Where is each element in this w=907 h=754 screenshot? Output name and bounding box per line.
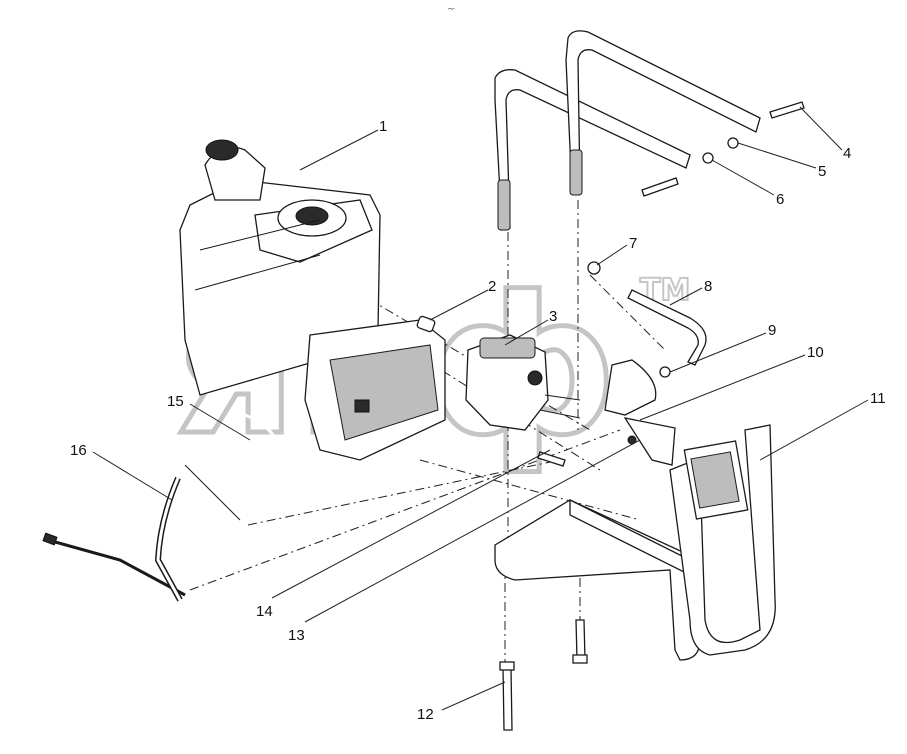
part-15-hose xyxy=(184,413,283,522)
bolts xyxy=(499,451,588,731)
callout-12: 12 xyxy=(417,706,434,723)
callout-7: 7 xyxy=(629,235,637,252)
callout-14: 14 xyxy=(256,603,273,620)
callout-5: 5 xyxy=(818,163,826,180)
callout-8: 8 xyxy=(704,278,712,295)
small-parts xyxy=(587,261,707,466)
callout-9: 9 xyxy=(768,322,776,339)
callout-3: 3 xyxy=(549,308,557,325)
part-8-hose xyxy=(627,289,707,366)
callouts: 1 2 3 4 5 6 7 8 9 10 11 12 13 14 15 16 xyxy=(70,106,886,723)
callout-4: 4 xyxy=(843,145,851,162)
callout-2: 2 xyxy=(488,278,496,295)
alignment-lines xyxy=(189,200,666,665)
part-10-bracket xyxy=(623,417,676,466)
callout-1: 1 xyxy=(379,118,387,135)
callout-13: 13 xyxy=(288,627,305,644)
part-3-pump xyxy=(465,334,581,431)
callout-15: 15 xyxy=(167,393,184,410)
bolt-6-shape xyxy=(641,177,679,197)
part-9-clamp xyxy=(659,366,671,378)
handle-assembly xyxy=(494,30,805,231)
callout-16: 16 xyxy=(70,442,87,459)
part-16-cable xyxy=(42,476,186,602)
bolt-4-shape xyxy=(769,101,805,119)
nut-5-shape xyxy=(727,137,739,149)
engine-assembly xyxy=(179,139,446,461)
bolt-12-shape xyxy=(502,667,513,731)
part-11-frame xyxy=(494,424,776,661)
callout-10: 10 xyxy=(807,344,824,361)
callout-11: 11 xyxy=(870,390,886,407)
svg-text:~: ~ xyxy=(447,4,455,15)
callout-6: 6 xyxy=(776,191,784,208)
